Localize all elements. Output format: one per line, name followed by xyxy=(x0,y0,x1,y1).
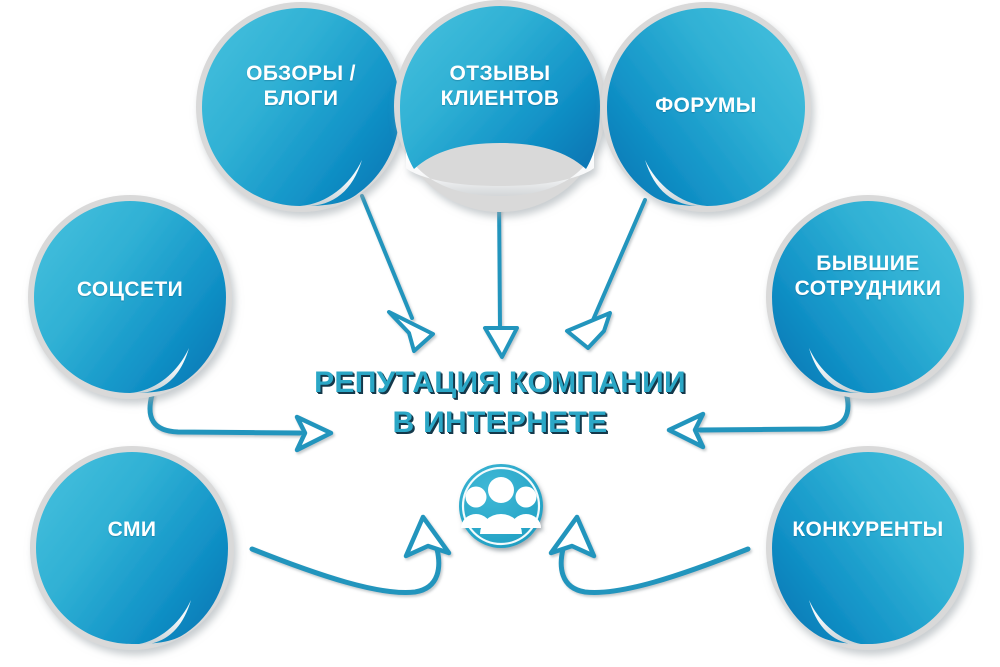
sticker-social-networks[interactable] xyxy=(28,195,232,399)
sticker-client-feedback[interactable] xyxy=(394,0,606,212)
group-of-people-icon xyxy=(461,477,541,534)
center-reputation-icon[interactable] xyxy=(459,464,543,548)
arrow-client-feedback-to-center xyxy=(483,191,519,359)
sticker-mass-media[interactable] xyxy=(30,446,234,650)
sticker-competitors[interactable] xyxy=(766,446,970,650)
center-title: РЕПУТАЦИЯ КОМПАНИИ В ИНТЕРНЕТЕ xyxy=(314,366,686,439)
arrow-mass-media-to-center xyxy=(249,514,452,595)
arrow-competitors-to-center xyxy=(548,514,751,595)
sticker-former-staff[interactable] xyxy=(766,195,970,399)
arrow-forums-to-center xyxy=(565,198,647,350)
sticker-forums[interactable] xyxy=(601,2,811,212)
connector-arrows xyxy=(147,191,851,595)
arrow-social-networks-to-center xyxy=(147,392,334,453)
arrow-former-staff-to-center xyxy=(666,389,851,450)
sticker-reviews-blogs[interactable] xyxy=(196,2,406,212)
arrow-reviews-blogs-to-center xyxy=(360,194,435,353)
